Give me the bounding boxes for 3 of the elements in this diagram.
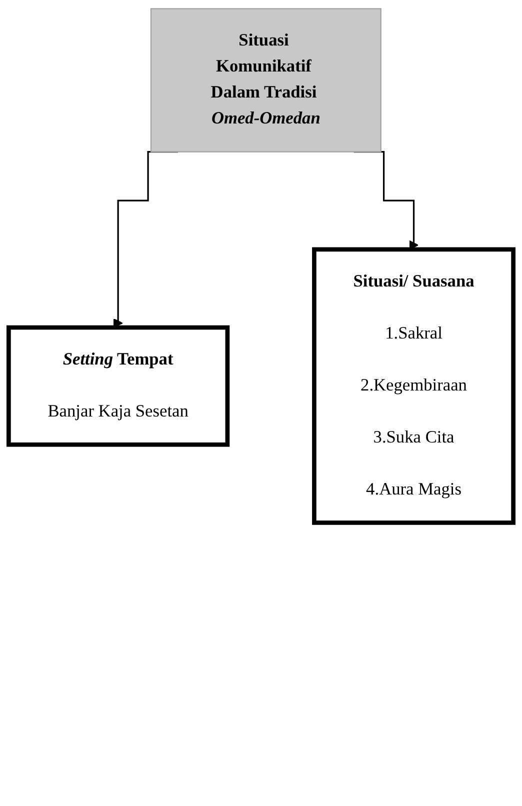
node-box: Situasi/ Suasana 1.Sakral 2.Kegembiraan 3.Suka Cita 4.Aura Magis (312, 247, 516, 525)
node-box: Setting Tempat Banjar Kaja Sesetan (6, 325, 230, 447)
node-box: Situasi Komunikatif Dalam Tradisi Omed-Omedan (150, 8, 382, 152)
